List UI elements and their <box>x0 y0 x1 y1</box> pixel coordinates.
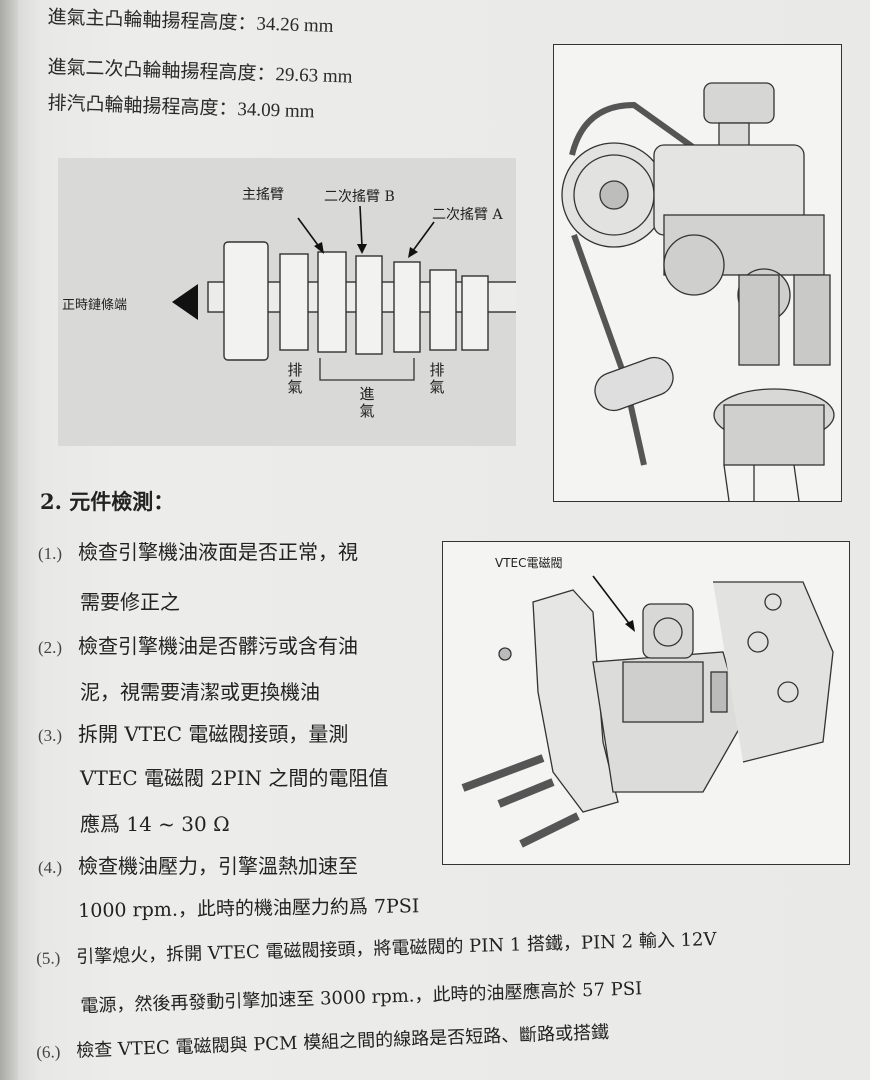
step-3-line-2: VTEC 電磁閥 2PIN 之間的電阻值 <box>80 766 389 790</box>
label-secondary-rocker-arm-a: 二次搖臂 A <box>432 207 503 223</box>
vtec-solenoid-illustration: VTEC電磁閥 <box>442 541 850 865</box>
step-3-line-3: 應爲 14 ~ 30 Ω <box>80 812 230 836</box>
spec-value: 34.26 mm <box>256 13 334 37</box>
label-main-rocker-arm: 主搖臂 <box>242 187 284 203</box>
spec-intake-main: 進氣主凸輪軸揚程高度：34.26 mm <box>47 2 334 38</box>
step-2-line-2: 泥，視需要清潔或更換機油 <box>80 680 320 704</box>
step-text: 檢查機油壓力，引擎溫熱加速至 <box>78 854 358 878</box>
engine-vtec-illustration <box>553 44 842 502</box>
spec-exhaust: 排汽凸輪軸揚程高度：34.09 mm <box>47 88 315 123</box>
step-index: (4.) <box>38 858 63 877</box>
camshaft-diagram: 主搖臂 二次搖臂 B 二次搖臂 A 正時鏈條端 排氣 進氣 排氣 <box>58 158 516 446</box>
step-text: 檢查 VTEC 電磁閥與 PCM 模組之間的線路是否短路、斷路或搭鐵 <box>75 1021 610 1062</box>
step-index: (5.) <box>35 948 61 968</box>
spec-value: 29.63 mm <box>275 64 353 88</box>
book-spine-shadow <box>0 0 18 1080</box>
step-index: (1.) <box>38 544 63 563</box>
step-text: 拆開 VTEC 電磁閥接頭，量測 <box>78 722 349 746</box>
spec-value: 34.09 mm <box>237 98 315 123</box>
step-1-line-2: 需要修正之 <box>80 590 180 614</box>
label-intake: 進氣 <box>359 385 375 421</box>
spec-label: 進氣主凸輪軸揚程高度： <box>47 5 257 35</box>
label-exhaust-left: 排氣 <box>287 361 303 397</box>
label-vtec-solenoid: VTEC電磁閥 <box>495 556 563 570</box>
step-1: (1.) 檢查引擎機油液面是否正常，視 <box>38 542 358 562</box>
step-4-line-2: 1000 rpm.，此時的機油壓力約爲 7PSI <box>78 895 420 922</box>
camshaft-drawing <box>172 205 516 381</box>
step-5: (5.) 引擎熄火，拆開 VTEC 電磁閥接頭，將電磁閥的 PIN 1 搭鐵，PI… <box>35 929 717 968</box>
label-exhaust-right: 排氣 <box>429 361 445 397</box>
engine-drawing <box>561 82 835 501</box>
step-index: (6.) <box>35 1042 61 1062</box>
step-text: 檢查引擎機油液面是否正常，視 <box>78 540 358 564</box>
label-secondary-rocker-arm-b: 二次搖臂 B <box>324 189 395 205</box>
step-5-line-2: 電源，然後再發動引擎加速至 3000 rpm.，此時的油壓應高於 57 PSI <box>80 978 643 1017</box>
spec-label: 排汽凸輪軸揚程高度： <box>47 91 238 120</box>
step-text: 引擎熄火，拆開 VTEC 電磁閥接頭，將電磁閥的 PIN 1 搭鐵，PIN 2 … <box>75 929 717 968</box>
step-6: (6.) 檢查 VTEC 電磁閥與 PCM 模組之間的線路是否短路、斷路或搭鐵 <box>35 1021 610 1062</box>
label-timing-chain-end: 正時鏈條端 <box>62 298 128 313</box>
step-3: (3.) 拆開 VTEC 電磁閥接頭，量測 <box>38 724 348 744</box>
step-2: (2.) 檢查引擎機油是否髒污或含有油 <box>38 636 358 656</box>
spec-label: 進氣二次凸輪軸揚程高度： <box>47 55 276 86</box>
step-text: 檢查引擎機油是否髒污或含有油 <box>78 634 358 658</box>
step-index: (2.) <box>38 638 63 657</box>
solenoid-drawing <box>461 575 834 848</box>
step-index: (3.) <box>38 726 63 745</box>
spec-intake-secondary: 進氣二次凸輪軸揚程高度：29.63 mm <box>47 52 353 89</box>
section-title: 2. 元件檢測： <box>40 489 175 514</box>
step-4: (4.) 檢查機油壓力，引擎溫熱加速至 <box>38 856 358 876</box>
